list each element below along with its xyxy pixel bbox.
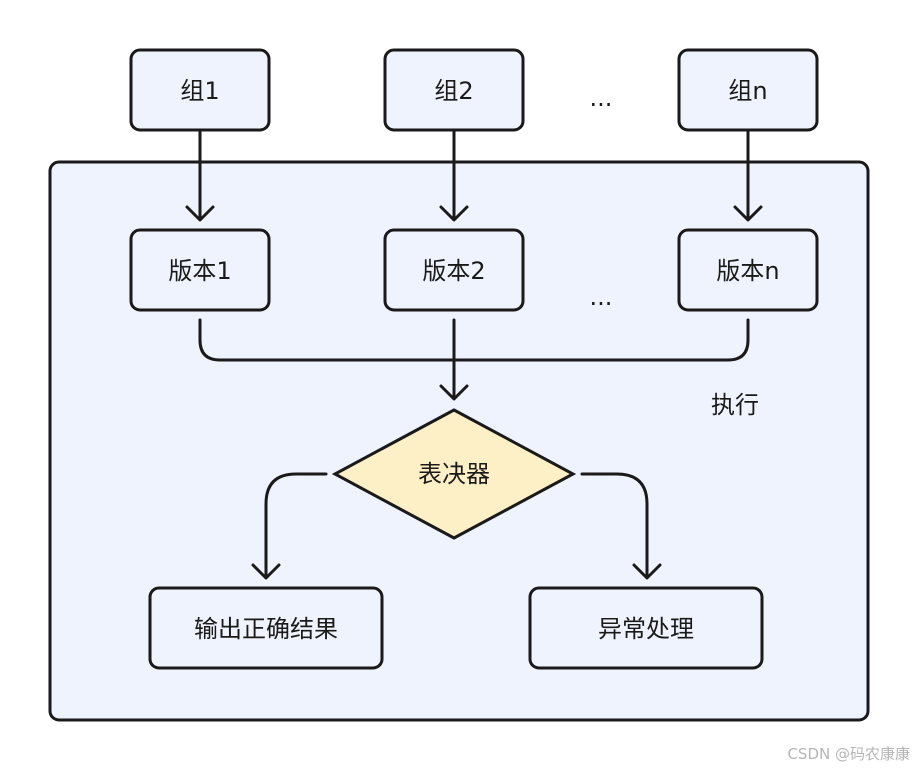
edge-versions-to-voter bbox=[198, 318, 750, 401]
version-1-node: 版本1 bbox=[129, 228, 271, 312]
exception-handling-label: 异常处理 bbox=[598, 615, 694, 643]
version-ellipsis: ... bbox=[590, 283, 613, 311]
group-ellipsis: ... bbox=[590, 84, 613, 112]
edge-voter-to-exception-handling bbox=[580, 472, 662, 580]
edge-voter-to-correct-output bbox=[251, 472, 328, 580]
voter-label: 表决器 bbox=[418, 460, 490, 488]
exception-handling-node: 异常处理 bbox=[528, 586, 764, 670]
version-1-label: 版本1 bbox=[168, 257, 231, 285]
group-n-label: 组n bbox=[728, 77, 767, 105]
edge-group-2-to-version-2 bbox=[439, 130, 469, 222]
version-n-node: 版本n bbox=[677, 228, 819, 312]
execution-label: 执行 bbox=[711, 391, 759, 419]
correct-output-node: 输出正确结果 bbox=[148, 586, 384, 670]
group-1-label: 组1 bbox=[180, 77, 219, 105]
edge-group-1-to-version-1 bbox=[185, 130, 215, 222]
edge-group-n-to-version-n bbox=[733, 130, 763, 222]
version-n-label: 版本n bbox=[716, 257, 779, 285]
version-2-label: 版本2 bbox=[422, 257, 485, 285]
csdn-watermark: CSDN @码农康康 bbox=[787, 745, 910, 763]
group-2-label: 组2 bbox=[434, 77, 473, 105]
voter-decision-node: 表决器 bbox=[331, 408, 577, 540]
group-n-node: 组n bbox=[677, 48, 819, 132]
group-1-node: 组1 bbox=[129, 48, 271, 132]
correct-output-label: 输出正确结果 bbox=[194, 615, 338, 643]
group-2-node: 组2 bbox=[383, 48, 525, 132]
version-2-node: 版本2 bbox=[383, 228, 525, 312]
